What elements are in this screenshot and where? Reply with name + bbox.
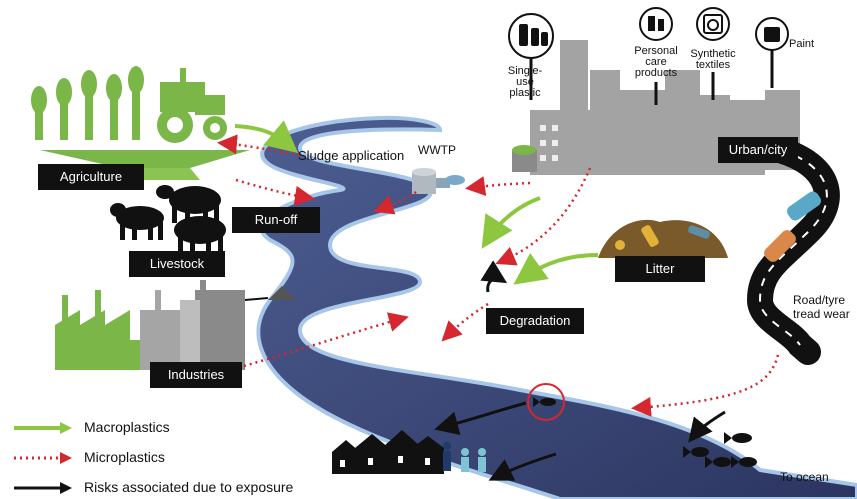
legend-macro-arrow xyxy=(14,422,72,434)
river xyxy=(256,115,857,499)
houses-icon xyxy=(332,430,444,474)
label-single-use-plastic: Single- use plastic xyxy=(500,66,550,99)
microplastic-arrows xyxy=(217,134,780,417)
livestock-icon xyxy=(110,185,226,253)
single-use-plastic-icon xyxy=(508,13,554,59)
risk-arrows xyxy=(434,260,726,481)
fish-group-icon xyxy=(683,432,757,468)
label-single-use-line2: use xyxy=(516,76,534,88)
label-sludge: Sludge application xyxy=(298,148,405,163)
label-synthetic-textiles: Synthetic textiles xyxy=(686,49,740,71)
label-paint: Paint xyxy=(789,38,815,50)
legend-microplastics: Microplastics xyxy=(84,449,165,465)
label-agriculture: Agriculture xyxy=(38,164,144,190)
label-personal-line3: products xyxy=(634,67,678,79)
label-road-line1: Road/tyre xyxy=(793,293,846,307)
label-wwtp: WWTP xyxy=(418,143,456,157)
car-blue-icon xyxy=(787,191,821,221)
label-urban: Urban/city xyxy=(718,137,798,163)
label-personal-line2: care xyxy=(645,56,667,68)
macroplastic-arrows xyxy=(234,120,599,285)
fish-exposed-icon xyxy=(527,383,565,421)
label-livestock: Livestock xyxy=(129,251,225,277)
personal-care-icon xyxy=(639,7,673,41)
label-personal-line1: Personal xyxy=(634,45,678,57)
legend-risks: Risks associated due to exposure xyxy=(84,479,294,495)
label-degradation: Degradation xyxy=(486,308,584,334)
wwtp-icon xyxy=(412,168,465,194)
paint-icon xyxy=(755,17,789,51)
industries-icon xyxy=(55,280,296,370)
label-single-use-line1: Single- xyxy=(507,65,543,77)
label-litter: Litter xyxy=(615,256,705,282)
label-synthetic-line1: Synthetic xyxy=(690,48,736,60)
agriculture-field-icon xyxy=(31,66,250,180)
label-synthetic-line2: textiles xyxy=(695,59,731,71)
legend-risk-arrow xyxy=(14,482,72,494)
label-industries: Industries xyxy=(150,362,242,388)
label-single-use-line3: plastic xyxy=(509,87,541,99)
label-road-line2: tread wear xyxy=(793,307,850,321)
car-orange-icon xyxy=(764,230,796,262)
legend-micro-arrow xyxy=(14,452,72,464)
label-road-tyre: Road/tyre tread wear xyxy=(793,293,850,321)
people-icon xyxy=(443,442,486,472)
label-to-ocean: To ocean xyxy=(780,470,829,484)
label-personal-care: Personal care products xyxy=(631,46,681,79)
litter-pile-icon xyxy=(598,219,728,258)
label-runoff: Run-off xyxy=(232,207,320,233)
legend-macroplastics: Macroplastics xyxy=(84,419,170,435)
synthetic-textiles-icon xyxy=(696,7,730,41)
